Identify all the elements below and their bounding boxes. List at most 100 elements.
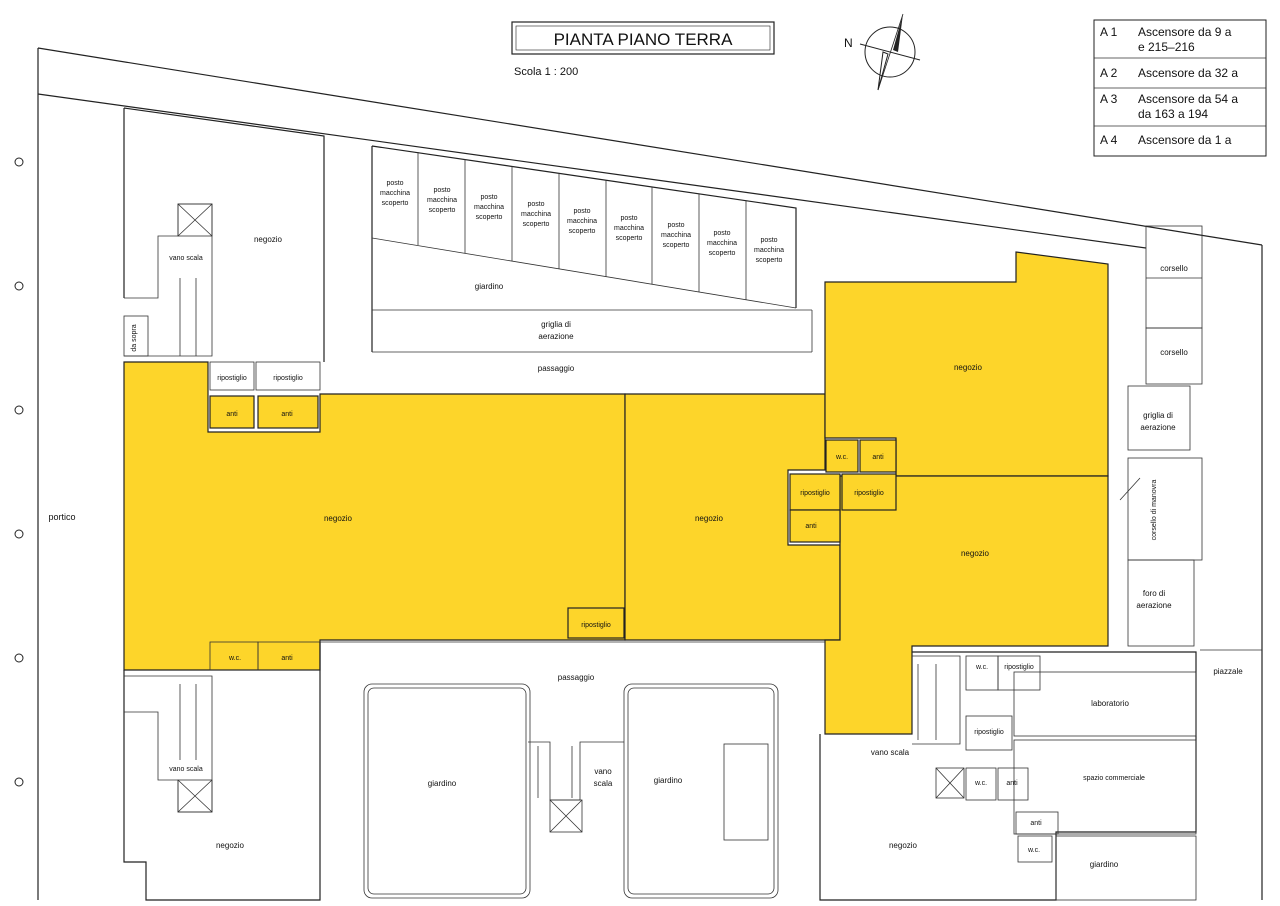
anti-2-highlight bbox=[257, 395, 319, 429]
ripostiglio-highlight bbox=[567, 607, 625, 639]
parking-1-l1: posto bbox=[386, 180, 403, 187]
title-box bbox=[511, 21, 775, 55]
shop-right-lower-highlight bbox=[824, 475, 1109, 735]
wc-label-br2: w.c. bbox=[974, 780, 987, 787]
ripostiglio-label-r1: ripostiglio bbox=[800, 490, 830, 497]
grille-right-label-2: aerazione bbox=[1140, 423, 1176, 432]
parking-3-l3: scoperto bbox=[476, 214, 503, 221]
corsello-label-2: corsello bbox=[1160, 348, 1188, 357]
shop-label-right-lower: negozio bbox=[961, 549, 990, 558]
legend-code-a4: A 4 bbox=[1100, 133, 1118, 147]
ripostiglio-label-2: ripostiglio bbox=[273, 375, 303, 382]
parking-5-l2: macchina bbox=[567, 218, 597, 225]
anti-label-left: anti bbox=[281, 655, 293, 662]
shop-label-right-upper: negozio bbox=[954, 363, 983, 372]
site-outline bbox=[37, 47, 1263, 900]
stair-label-br: vano scala bbox=[871, 748, 910, 757]
legend-text-a1: Ascensore da 9 a bbox=[1138, 25, 1232, 39]
shop-label-center: negozio bbox=[695, 514, 724, 523]
passage-label-bottom: passaggio bbox=[558, 673, 595, 682]
corsello-label-1: corsello bbox=[1160, 264, 1188, 273]
anti-r2-highlight bbox=[859, 439, 897, 473]
legend-code-a1: A 1 bbox=[1100, 25, 1118, 39]
stair-scala-label: scala bbox=[594, 779, 613, 788]
ripostiglio-label-3: ripostiglio bbox=[581, 622, 611, 629]
passage-label-top: passaggio bbox=[538, 364, 575, 373]
grille-label-2: aerazione bbox=[538, 332, 574, 341]
wc-label-br: w.c. bbox=[975, 664, 988, 671]
parking-9-l1: posto bbox=[760, 237, 777, 244]
parking-4-l3: scoperto bbox=[523, 221, 550, 228]
wc-label-br3: w.c. bbox=[1027, 847, 1040, 854]
parking-2-l2: macchina bbox=[427, 197, 457, 204]
parking-4-l2: macchina bbox=[521, 211, 551, 218]
stair-label-top-left: vano scala bbox=[169, 255, 203, 262]
parking-7-l2: macchina bbox=[661, 232, 691, 239]
parking-8-l2: macchina bbox=[707, 240, 737, 247]
foro-label-2: aerazione bbox=[1136, 601, 1172, 610]
shop-label-bottom-left: negozio bbox=[216, 841, 245, 850]
wc-label-r: w.c. bbox=[835, 454, 848, 461]
legend: A 1 Ascensore da 9 a e 215–216 A 2 Ascen… bbox=[1093, 19, 1267, 157]
ripostiglio-label-br: ripostiglio bbox=[1004, 664, 1034, 671]
ripostiglio-r2-highlight bbox=[841, 473, 897, 511]
spazio-commerciale-label: spazio commerciale bbox=[1083, 775, 1145, 782]
shop-left-highlight bbox=[123, 361, 626, 671]
parking-7-l1: posto bbox=[667, 222, 684, 229]
parking-9-l3: scoperto bbox=[756, 257, 783, 264]
parking-1-l3: scoperto bbox=[382, 200, 409, 207]
ripostiglio-label-br2: ripostiglio bbox=[974, 729, 1004, 736]
highlighted-units bbox=[123, 251, 1109, 735]
garden-label-right: giardino bbox=[654, 776, 683, 785]
shop-label-left: negozio bbox=[324, 514, 353, 523]
anti-label-br: anti bbox=[1006, 780, 1018, 787]
corsello-manovra-label: corsello di manovra bbox=[1151, 480, 1158, 541]
lab-label: laboratorio bbox=[1091, 699, 1129, 708]
parking-5-l1: posto bbox=[573, 208, 590, 215]
parking-3-l2: macchina bbox=[474, 204, 504, 211]
anti-label-r: anti bbox=[805, 523, 817, 530]
column-markers bbox=[14, 157, 24, 787]
parking-3-l1: posto bbox=[480, 194, 497, 201]
north-compass-icon bbox=[859, 13, 921, 91]
garden-label-left: giardino bbox=[428, 779, 457, 788]
ripostiglio-r1-highlight bbox=[789, 473, 841, 511]
parking-6-l1: posto bbox=[620, 215, 637, 222]
wc-r-highlight bbox=[825, 439, 859, 473]
parking-8-l3: scoperto bbox=[709, 250, 736, 257]
piazzale-label: piazzale bbox=[1213, 667, 1243, 676]
anti-1-highlight bbox=[209, 395, 255, 429]
north-label: N bbox=[844, 36, 853, 50]
shop-label-bottom-right: negozio bbox=[889, 841, 918, 850]
page-title: PIANTA PIANO TERRA bbox=[554, 30, 734, 49]
parking-4-l1: posto bbox=[527, 201, 544, 208]
grille-label-1: griglia di bbox=[541, 320, 571, 329]
anti-label-br2: anti bbox=[1030, 820, 1042, 827]
foro-label-1: foro di bbox=[1143, 589, 1165, 598]
room-labels: negozio vano scala da sopra ripostiglio … bbox=[131, 235, 1243, 869]
legend-text-a3: Ascensore da 54 a bbox=[1138, 92, 1238, 106]
anti-r-highlight bbox=[789, 509, 841, 543]
parking-7-l3: scoperto bbox=[663, 242, 690, 249]
portico-label: portico bbox=[48, 512, 75, 522]
stair-vano-label: vano bbox=[594, 767, 612, 776]
garden-label-top: giardino bbox=[475, 282, 504, 291]
parking-6-l2: macchina bbox=[614, 225, 644, 232]
legend-code-a3: A 3 bbox=[1100, 92, 1118, 106]
anti-label-r2: anti bbox=[872, 454, 884, 461]
legend-text-a4: Ascensore da 1 a bbox=[1138, 133, 1232, 147]
parking-labels: posto macchina scoperto posto macchina s… bbox=[380, 180, 784, 264]
ripostiglio-label-1: ripostiglio bbox=[217, 375, 247, 382]
ripostiglio-label-r2: ripostiglio bbox=[854, 490, 884, 497]
grille-right-label-1: griglia di bbox=[1143, 411, 1173, 420]
anti-label-1: anti bbox=[226, 411, 238, 418]
da-sopra-label: da sopra bbox=[131, 324, 138, 351]
parking-6-l3: scoperto bbox=[616, 235, 643, 242]
garden-label-br: giardino bbox=[1090, 860, 1119, 869]
wc-label-left: w.c. bbox=[228, 655, 241, 662]
legend-text-a3-b: da 163 a 194 bbox=[1138, 107, 1208, 121]
legend-text-a1-b: e 215–216 bbox=[1138, 40, 1195, 54]
parking-2-l3: scoperto bbox=[429, 207, 456, 214]
parking-8-l1: posto bbox=[713, 230, 730, 237]
